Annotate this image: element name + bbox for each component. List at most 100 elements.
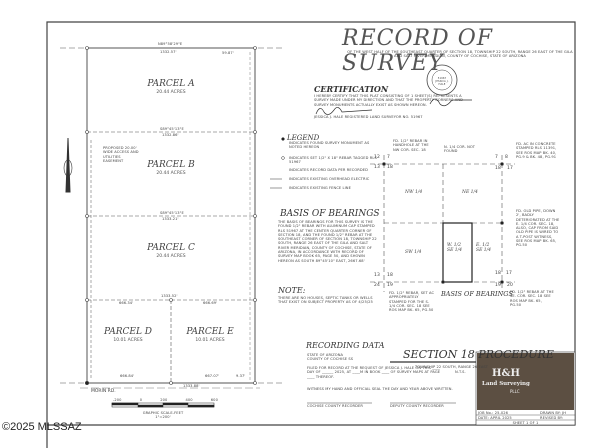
parcel-e-acres: 10.01 ACRES: [195, 338, 225, 343]
dim-distance: 59.87': [222, 51, 234, 55]
dim-distance: 1332.86': [162, 133, 179, 137]
section-number: 17: [507, 166, 513, 171]
seal-text: 51967 JESSICA J. HALE: [435, 77, 449, 86]
watermark: ©2025 MLSSAZ: [2, 421, 82, 433]
sheet-border: [46, 21, 576, 448]
parcel-d-label: PARCEL D: [103, 327, 152, 337]
quarter-label: W. 1/2 SE 1/4: [447, 243, 463, 253]
dim-bearing: S89°45'13"E: [160, 127, 184, 131]
dim-distance: 666.84': [120, 374, 135, 378]
parcel-b-label: PARCEL B: [147, 160, 195, 170]
section-number: 8: [505, 155, 508, 160]
scale-ratio: 1"=200': [155, 415, 171, 419]
section-number: 18: [387, 273, 393, 278]
easement-note: PROPOSED 20.00' WIDE ACCESS AND UTILITIE…: [103, 146, 139, 163]
recording-witness-text: WITNESS MY HAND AND OFFICIAL SEAL THE DA…: [307, 387, 453, 391]
basis-text: THE BASIS OF BEARINGS FOR THIS SURVEY IS…: [278, 220, 377, 263]
section-number: 13: [374, 273, 380, 278]
legend-symbols: [270, 137, 285, 189]
monument-note: FD. OLD PIPE, DOWN 2', BADLY DETERIORATE…: [516, 209, 560, 248]
parcel-a-label: PARCEL A: [147, 79, 195, 89]
dim-distance: 667.07': [205, 374, 220, 378]
legend-item: INDICATES RECORD DATA PER RECORDED: [289, 168, 368, 172]
dim-bearing: S89°45'13"E: [160, 211, 184, 215]
note-heading: NOTE:: [278, 286, 306, 295]
dim-distance: 1333.21': [162, 217, 179, 221]
section-number: 12: [374, 155, 380, 160]
parcel-c-acres: 20.44 ACRES: [156, 254, 186, 259]
section-number: 18: [387, 165, 393, 170]
basis-of-bearings-label: BASIS OF BEARINGS: [441, 290, 513, 298]
legend-item: INDICATES FOUND SURVEY MONUMENT AS NOTED…: [289, 141, 370, 150]
monument-note: FD. 1/2" REBAR AT THE SE. COR. SEC. 18 S…: [510, 290, 554, 307]
dim-bearing: N89°58'29"E: [158, 42, 183, 46]
seal-signature: [429, 98, 472, 107]
parcel-b-acres: 20.44 ACRES: [156, 171, 186, 176]
surveyor-name: JESSICA J. HALE REGISTERED LAND SURVEYOR…: [314, 115, 423, 119]
section-number: 20: [507, 283, 513, 288]
drawn-by: DRAWN BY: JH: [540, 411, 567, 415]
basis-heading: BASIS OF BEARINGS: [280, 209, 380, 219]
company-pllc: PLLC: [510, 389, 520, 394]
scale-tick: 0: [139, 398, 143, 402]
scale-tick: 200: [160, 398, 168, 402]
section-procedure-heading: SECTION 18 PROCEDURE: [403, 348, 554, 361]
corner-markers: [85, 46, 257, 385]
graphic-scale-bar: [111, 402, 215, 408]
section-number: 19: [387, 283, 393, 288]
section-number: 24: [374, 283, 380, 288]
parcel-c-label: PARCEL C: [147, 243, 195, 253]
scale-label: GRAPHIC SCALE-FEET: [142, 411, 184, 415]
legend-heading: LEGEND: [287, 134, 320, 142]
date: DATE: APRIL 2025: [478, 416, 512, 420]
north-arrow-icon: [63, 137, 73, 193]
parcel-e-label: PARCEL E: [186, 327, 234, 337]
section-diagram: [370, 155, 556, 363]
parcel-d-acres: 10.01 ACRES: [113, 338, 143, 343]
company-logo-text: H&H: [492, 368, 520, 379]
document-subtitle: OF THE WEST HALF OF THE SOUTHEAST QUARTE…: [347, 50, 573, 59]
parcel-a-acres: 20.44 ACRES: [156, 90, 186, 95]
quarter-label: NE 1/4: [462, 190, 478, 195]
recording-state: STATE OF ARIZONA: [307, 353, 344, 357]
dim-distance: 9.37': [236, 374, 246, 378]
note-text: THERE ARE NO HOUSES, SEPTIC TANKS OR WEL…: [278, 296, 373, 305]
job-number: JOB No.: 25-026: [478, 411, 509, 415]
monument-note: N. 1/4 COR. NOT FOUND: [444, 145, 476, 154]
quarter-label: NW 1/4: [405, 190, 423, 195]
scale-ticks: -200 0 200 400 600: [113, 398, 218, 402]
scale-tick: -200: [113, 398, 122, 402]
sheet-number: SHEET 1 OF 1: [512, 421, 539, 425]
certification-heading: CERTIFICATION: [314, 84, 389, 94]
revised-by: REVISED BY:: [540, 416, 564, 420]
section-number: 7: [387, 155, 390, 160]
quarter-label: E. 1/2 SE 1/4: [476, 243, 492, 253]
scale-tick: 600: [210, 398, 218, 402]
county-text: COUNTY OF COCHISE: [307, 357, 348, 361]
legend-item: INDICATES SET 1/2" X 18" REBAR TAGGED RL…: [289, 156, 377, 165]
recording-filed-text: FILED FOR RECORD AT THE REQUEST OF JESSI…: [307, 366, 441, 379]
county-recorder-line: COCHISE COUNTY RECORDER: [307, 404, 363, 408]
section-number: 7: [495, 155, 498, 160]
company-logo-image: [477, 353, 574, 410]
recording-county: COUNTY OF COCHISE SS: [307, 357, 353, 361]
document-title: RECORD OF SURVEY: [342, 26, 493, 76]
company-name: Land Surveying: [482, 381, 530, 387]
scale-tick: 400: [185, 398, 193, 402]
legend-item: INDICATES EXISTING FENCE LINE: [289, 186, 351, 190]
certification-text: I HEREBY CERTIFY THAT THIS PLAT CONSISTI…: [314, 94, 463, 107]
monument-note: FD. AC IN CONCRETE STAMPED RLS 11391, SE…: [516, 142, 557, 159]
section-number: 13: [374, 165, 380, 170]
dim-distance: 1333.52': [161, 294, 178, 298]
monument-note: FD. 1/2" REBAR, SET AC APPROPRIATELY STA…: [389, 291, 435, 313]
surveyor-seal: [426, 64, 458, 96]
dim-distance: 1332.57': [160, 50, 177, 54]
quarter-label: SW 1/4: [405, 250, 422, 255]
not-to-scale: N.T.S.: [455, 370, 466, 374]
road-label: MORIN RD.: [91, 389, 116, 394]
dim-distance: 666.34': [119, 301, 134, 305]
section-number: 18: [495, 271, 501, 276]
signature: [315, 107, 373, 115]
deputy-recorder-line: DEPUTY COUNTY RECORDER: [390, 404, 444, 408]
